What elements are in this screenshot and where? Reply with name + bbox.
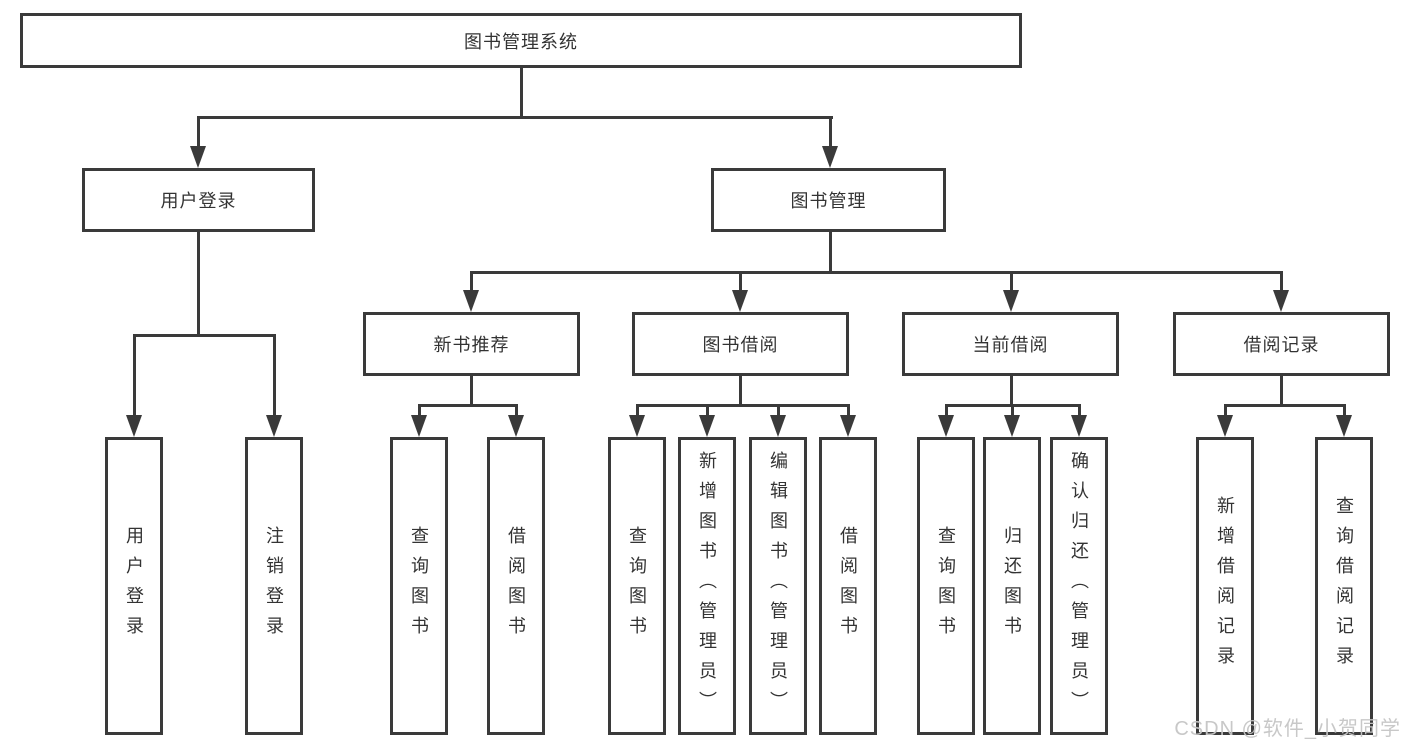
node-label: 图书借阅 bbox=[702, 335, 779, 355]
connector-line bbox=[469, 376, 473, 405]
connector-line bbox=[417, 405, 421, 417]
connector-line bbox=[469, 272, 473, 292]
connector-line bbox=[469, 270, 1283, 274]
leaf-return-books: 归还图书 bbox=[983, 437, 1041, 735]
node-label: 编辑图书（管理员） bbox=[768, 451, 788, 721]
connector-line bbox=[635, 403, 850, 407]
connector-line bbox=[738, 272, 742, 292]
connector-line bbox=[196, 117, 200, 148]
leaf-query-books-3: 查询图书 bbox=[917, 437, 975, 735]
leaf-query-books-1: 查询图书 bbox=[390, 437, 448, 735]
connector-line bbox=[635, 405, 639, 417]
connector-line bbox=[828, 232, 832, 272]
connector-line bbox=[1279, 376, 1283, 405]
arrow-down-icon bbox=[1336, 415, 1352, 437]
node-borrow-records: 借阅记录 bbox=[1173, 312, 1390, 376]
node-label: 新增图书（管理员） bbox=[697, 451, 717, 721]
connector-line bbox=[519, 68, 523, 117]
node-label: 确认归还（管理员） bbox=[1069, 451, 1089, 721]
leaf-add-borrow-record: 新增借阅记录 bbox=[1196, 437, 1254, 735]
arrow-down-icon bbox=[732, 290, 748, 312]
leaf-query-borrow-record: 查询借阅记录 bbox=[1315, 437, 1373, 735]
arrow-down-icon bbox=[1003, 290, 1019, 312]
connector-line bbox=[514, 405, 518, 417]
connector-line bbox=[1223, 405, 1227, 417]
arrow-down-icon bbox=[1071, 415, 1087, 437]
leaf-borrow-books-1: 借阅图书 bbox=[487, 437, 545, 735]
node-label: 图书管理 bbox=[790, 191, 867, 211]
leaf-user-login: 用户登录 bbox=[105, 437, 163, 735]
arrow-down-icon bbox=[266, 415, 282, 437]
connector-line bbox=[944, 405, 948, 417]
connector-line bbox=[1342, 405, 1346, 417]
connector-line bbox=[776, 405, 780, 417]
connector-line bbox=[196, 232, 200, 335]
csdn-watermark: CSDN @软件_小贺同学 bbox=[1174, 718, 1401, 740]
connector-line bbox=[705, 405, 709, 417]
node-label: 图书管理系统 bbox=[464, 31, 578, 52]
connector-line bbox=[132, 335, 136, 417]
leaf-borrow-books-2: 借阅图书 bbox=[819, 437, 877, 735]
leaf-logout: 注销登录 bbox=[245, 437, 303, 735]
connector-line bbox=[1009, 272, 1013, 292]
node-label: 当前借阅 bbox=[972, 335, 1049, 355]
arrow-down-icon bbox=[190, 146, 206, 168]
node-label: 借阅记录 bbox=[1243, 335, 1320, 355]
node-label: 新书推荐 bbox=[433, 335, 510, 355]
connector-line bbox=[196, 115, 833, 119]
node-label: 借阅图书 bbox=[838, 526, 858, 646]
arrow-down-icon bbox=[1217, 415, 1233, 437]
node-label: 用户登录 bbox=[124, 526, 144, 646]
node-label: 借阅图书 bbox=[506, 526, 526, 646]
arrow-down-icon bbox=[938, 415, 954, 437]
node-label: 注销登录 bbox=[264, 526, 284, 646]
node-label: 查询图书 bbox=[627, 526, 647, 646]
connector-line bbox=[1010, 405, 1014, 417]
connector-line bbox=[1223, 403, 1346, 407]
connector-line bbox=[828, 117, 832, 148]
arrow-down-icon bbox=[822, 146, 838, 168]
arrow-down-icon bbox=[699, 415, 715, 437]
arrow-down-icon bbox=[770, 415, 786, 437]
connector-line bbox=[1279, 272, 1283, 292]
leaf-edit-books-admin: 编辑图书（管理员） bbox=[749, 437, 807, 735]
node-label: 查询图书 bbox=[936, 526, 956, 646]
node-new-book-recommend: 新书推荐 bbox=[363, 312, 580, 376]
arrow-down-icon bbox=[411, 415, 427, 437]
node-book-management: 图书管理 bbox=[711, 168, 946, 232]
node-book-borrow: 图书借阅 bbox=[632, 312, 849, 376]
connector-line bbox=[1009, 376, 1013, 405]
node-label: 归还图书 bbox=[1002, 526, 1022, 646]
connector-line bbox=[1077, 405, 1081, 417]
node-label: 新增借阅记录 bbox=[1215, 496, 1235, 676]
node-root-library-management-system: 图书管理系统 bbox=[20, 13, 1022, 68]
connector-line bbox=[846, 405, 850, 417]
leaf-query-books-2: 查询图书 bbox=[608, 437, 666, 735]
connector-line bbox=[738, 376, 742, 405]
connector-line bbox=[417, 403, 518, 407]
leaf-confirm-return-admin: 确认归还（管理员） bbox=[1050, 437, 1108, 735]
node-user-login: 用户登录 bbox=[82, 168, 315, 232]
connector-line bbox=[272, 335, 276, 417]
arrow-down-icon bbox=[463, 290, 479, 312]
leaf-add-books-admin: 新增图书（管理员） bbox=[678, 437, 736, 735]
node-label: 查询借阅记录 bbox=[1334, 496, 1354, 676]
arrow-down-icon bbox=[1273, 290, 1289, 312]
arrow-down-icon bbox=[840, 415, 856, 437]
node-current-borrow: 当前借阅 bbox=[902, 312, 1119, 376]
node-label: 用户登录 bbox=[160, 191, 237, 211]
arrow-down-icon bbox=[1004, 415, 1020, 437]
node-label: 查询图书 bbox=[409, 526, 429, 646]
connector-line bbox=[132, 333, 276, 337]
arrow-down-icon bbox=[126, 415, 142, 437]
arrow-down-icon bbox=[629, 415, 645, 437]
arrow-down-icon bbox=[508, 415, 524, 437]
